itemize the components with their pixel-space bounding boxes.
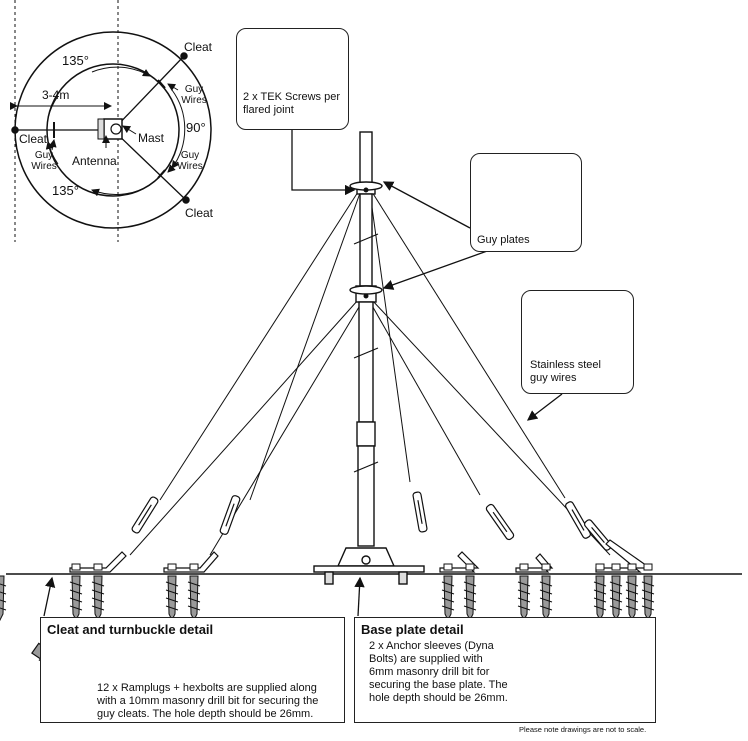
plan-angle-top-label: 135° [62,53,89,68]
base-panel-text: 2 x Anchor sleeves (Dyna Bolts) are supp… [369,640,508,704]
tek-leader [291,130,356,196]
plan-mast-label: Mast [138,131,165,145]
guy-wire-1 [159,191,359,501]
cleat-dot-left [11,126,19,134]
base-plate-panel: Base plate detail 2 x Anchor sleeves (Dy… [354,617,656,723]
tek-screws-callout: 2 x TEK Screws per flared joint [236,28,349,130]
plan-distance-label: 3-4m [42,88,70,102]
guy-wires-text: Stainless steel guy wires [530,359,601,384]
tek-screws-text: 2 x TEK Screws per flared joint [243,91,340,116]
guy-wire-leader [526,393,563,421]
guy-plates-text: Guy plates [477,234,530,246]
mast-elevation [6,131,742,585]
guy-plates-callout: Guy plates [470,153,582,252]
plan-cleat-top-label: Cleat [184,40,213,54]
plan-guy-wires-left-label: Guy Wires [31,150,57,172]
plan-guy-wires-lower-label: Guy Wires [177,150,203,172]
plan-view [10,0,212,242]
cleat-dot-bottom [182,196,190,204]
turnbuckles [131,491,613,551]
base-plate [313,565,425,573]
plan-cleat-left-label: Cleat [19,132,48,146]
plan-angle-bottom-label: 135° [52,183,79,198]
guy-wire-2 [249,192,361,501]
guy-wires-callout: Stainless steel guy wires [521,290,634,394]
guy-plate-lower [349,285,383,295]
footnote: Please note drawings are not to scale. [519,725,647,734]
base-panel-title: Base plate detail [361,622,464,637]
base-detail-leader [354,576,365,617]
plan-angle-right-label: 90° [186,120,206,135]
cleat-detail-leader [43,576,56,617]
cleat-dot-top [180,52,188,60]
guy-plate-leader-upper [382,181,471,229]
guy-wire-7 [369,301,481,496]
mast-bottom-section [357,445,375,547]
cleat-panel-text: 12 x Ramplugs + hexbolts are supplied al… [97,682,319,720]
plan-cleat-bottom-label: Cleat [185,206,214,220]
guy-wire-5 [129,299,359,556]
ramplugs [0,575,655,622]
mast-top-section [359,131,373,185]
guy-plate-leader-lower [382,249,491,290]
plan-antenna-label: Antenna [72,154,117,168]
cleat-panel-title: Cleat and turnbuckle detail [47,622,214,637]
plan-guy-wires-upper-label: Guy Wires [181,84,207,106]
guy-wire-4 [371,191,566,499]
cleat-turnbuckle-panel: Cleat and turnbuckle detail 12 x Ramplug… [40,617,345,723]
